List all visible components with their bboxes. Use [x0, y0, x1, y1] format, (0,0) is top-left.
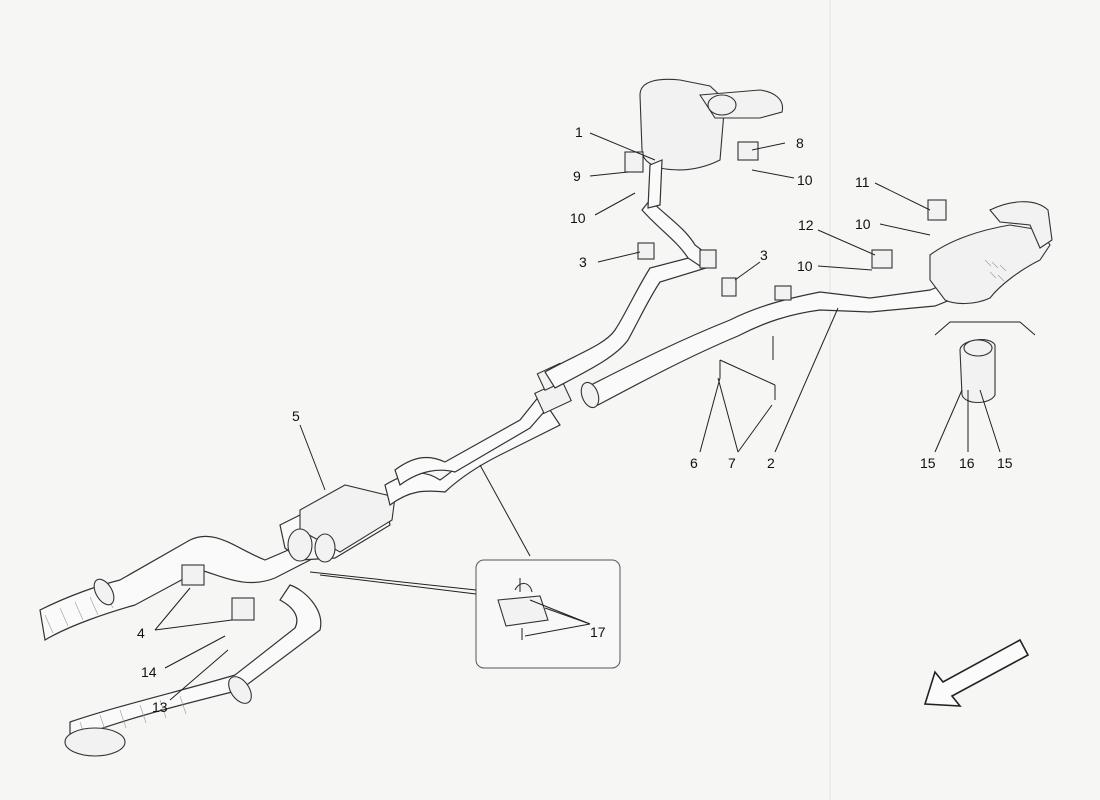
callout-12: 12	[798, 217, 814, 233]
callout-10: 10	[797, 172, 813, 188]
callout-8: 8	[796, 135, 804, 151]
callout-2: 2	[767, 455, 775, 471]
detail-inset-box	[475, 559, 621, 669]
callout-9: 9	[573, 168, 581, 184]
central-silencer-assembly	[279, 484, 396, 563]
leader-lines	[154, 132, 1001, 701]
callout-4: 4	[137, 625, 145, 641]
rubber-mount-detail	[934, 321, 1036, 404]
callout-7: 7	[728, 455, 736, 471]
arrow-down-left-icon	[923, 638, 1030, 707]
left-intermediate-pipe	[544, 199, 717, 389]
callout-15: 15	[997, 455, 1013, 471]
callout-14: 14	[141, 664, 157, 680]
left-rear-silencer	[639, 78, 784, 209]
hanger-brackets	[181, 141, 947, 621]
callout-3: 3	[760, 247, 768, 263]
left-front-downpipe	[39, 535, 311, 641]
callout-13: 13	[152, 699, 168, 715]
callout-10: 10	[570, 210, 586, 226]
callout-5: 5	[292, 408, 300, 424]
center-x-pipe	[384, 362, 572, 507]
right-intermediate-pipe	[580, 281, 956, 409]
callout-1: 1	[575, 124, 583, 140]
callout-11: 11	[855, 174, 870, 190]
left-rear-downpipe	[64, 584, 322, 757]
callout-10: 10	[797, 258, 813, 274]
callout-3: 3	[579, 254, 587, 270]
callout-16: 16	[959, 455, 975, 471]
callout-10: 10	[855, 216, 871, 232]
callout-6: 6	[690, 455, 698, 471]
callout-17: 17	[590, 624, 606, 640]
callout-15: 15	[920, 455, 936, 471]
right-rear-silencer	[929, 201, 1053, 305]
